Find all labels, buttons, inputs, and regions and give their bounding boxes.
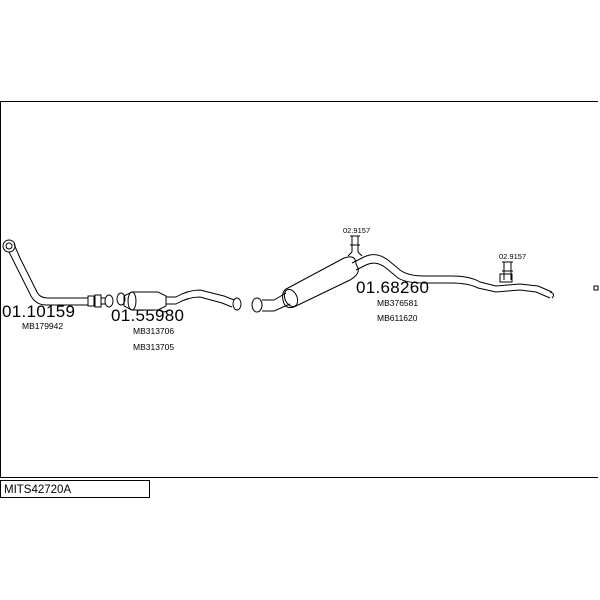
part-number-01-68260: 01.68260	[356, 278, 430, 297]
part-ref-mb376581: MB376581	[377, 298, 419, 308]
drawing-code-box: MITS42720A	[0, 480, 150, 498]
part-number-01-55980: 01.55980	[111, 306, 185, 325]
hanger-number-b: 02.9157	[499, 252, 527, 261]
part-number-01-10159: 01.10159	[2, 302, 76, 321]
drawing-code: MITS42720A	[4, 484, 72, 496]
part-ref-mb313706: MB313706	[133, 326, 175, 336]
edge-marker	[593, 285, 599, 291]
front-pipe-01-10159	[2, 239, 114, 308]
part-ref-mb313705: MB313705	[133, 342, 175, 352]
diagram-frame	[0, 101, 598, 478]
hanger-02-9157-a	[347, 235, 363, 257]
hanger-02-9157-b	[499, 261, 513, 283]
part-ref-mb611620: MB611620	[377, 313, 418, 323]
part-ref-mb179942: MB179942	[22, 321, 64, 331]
hanger-number-a: 02.9157	[343, 226, 371, 235]
rear-silencer-01-68260	[251, 254, 555, 313]
middle-section-01-55980	[116, 289, 242, 313]
